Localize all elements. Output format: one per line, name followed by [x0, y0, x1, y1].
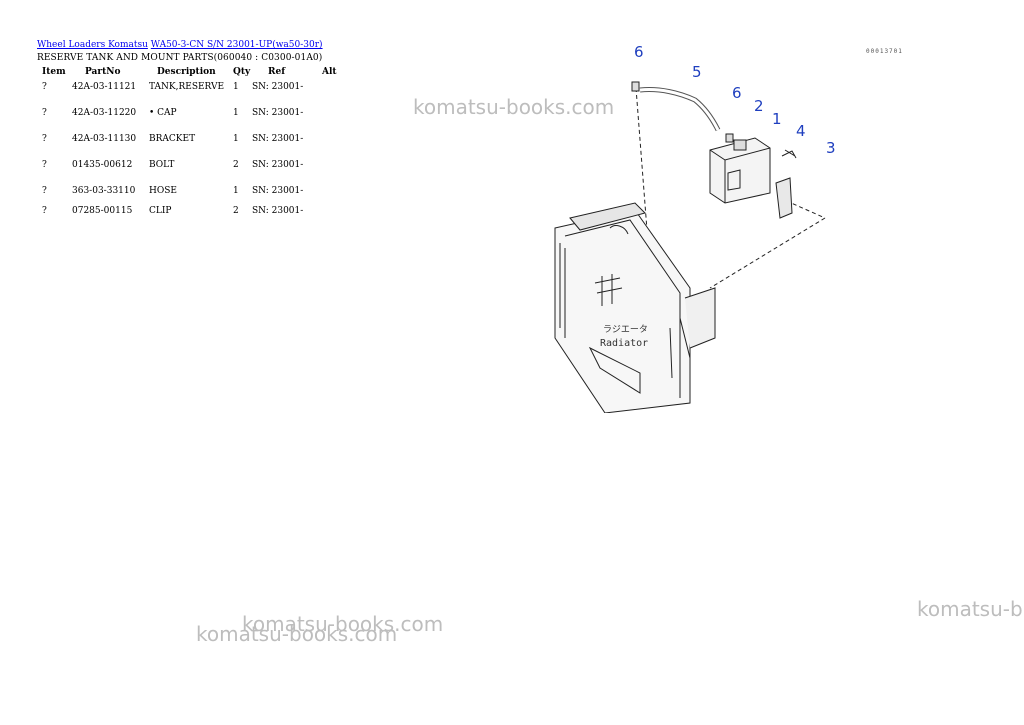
- row-partno: 42A-03-11121: [72, 82, 137, 92]
- radiator-top-tank: [569, 202, 646, 231]
- row-alt: [322, 186, 342, 206]
- radiator-core-edge: [564, 219, 681, 398]
- row-description: BRACKET: [149, 134, 196, 144]
- row-item: ?: [42, 160, 47, 170]
- row-ref: SN: 23001-: [252, 108, 304, 118]
- radiator-fins: [559, 243, 566, 338]
- row-alt: [322, 82, 342, 108]
- row-ref: SN: 23001-: [252, 186, 304, 196]
- callout-1: 1: [772, 110, 782, 128]
- parts-table: Item PartNo Description Qty Ref Alt ? 42…: [37, 66, 342, 226]
- row-item: ?: [42, 82, 47, 92]
- row-item: ?: [42, 108, 47, 118]
- row-ref: SN: 23001-: [252, 82, 304, 92]
- watermark: komatsu-books.com: [196, 622, 398, 646]
- bracket-part: [775, 177, 793, 219]
- header-ref: Ref: [268, 67, 286, 77]
- watermark: komatsu-b: [917, 597, 1023, 621]
- clip-part-2: [725, 133, 734, 143]
- tank-detail: [727, 169, 741, 191]
- leader-line: [709, 217, 826, 289]
- table-row: ? 01435-00612 BOLT 2 SN: 23001-: [37, 160, 342, 186]
- callout-2: 2: [754, 97, 764, 115]
- breadcrumb-link-model[interactable]: WA50-3-CN S/N 23001-UP(wa50-30r): [150, 40, 323, 50]
- header-item: Item: [42, 67, 66, 77]
- callout-6: 6: [634, 43, 644, 61]
- radiator-bottom: [588, 346, 641, 394]
- table-row: ? 42A-03-11130 BRACKET 1 SN: 23001-: [37, 134, 342, 160]
- row-ref: SN: 23001-: [252, 160, 304, 170]
- radiator-label-jp: ラジエータ: [603, 324, 648, 335]
- row-qty: 1: [233, 108, 239, 118]
- row-description: • CAP: [149, 108, 177, 118]
- row-alt: [322, 206, 342, 226]
- radiator-cap: [609, 225, 629, 235]
- leader-line: [635, 87, 649, 244]
- row-qty: 1: [233, 186, 239, 196]
- row-item: ?: [42, 206, 47, 216]
- hose-inner: [639, 88, 720, 131]
- row-alt: [322, 134, 342, 160]
- row-partno: 42A-03-11220: [72, 108, 137, 118]
- breadcrumb-link-wheel-loaders[interactable]: Wheel Loaders Komatsu: [37, 40, 148, 50]
- table-header-row: Item PartNo Description Qty Ref Alt: [37, 66, 342, 82]
- row-ref: SN: 23001-: [252, 134, 304, 144]
- page-subtitle: RESERVE TANK AND MOUNT PARTS(060040 : C0…: [37, 53, 323, 63]
- row-qty: 1: [233, 82, 239, 92]
- radiator-mark: [594, 274, 623, 306]
- row-qty: 2: [233, 160, 239, 170]
- row-partno: 07285-00115: [72, 206, 133, 216]
- row-alt: [322, 108, 342, 134]
- callout-6b: 6: [732, 84, 742, 102]
- table-row: ? 363-03-33110 HOSE 1 SN: 23001-: [37, 186, 342, 206]
- watermark: komatsu-books.com: [413, 95, 615, 119]
- table-row: ? 42A-03-11220 • CAP 1 SN: 23001-: [37, 108, 342, 134]
- row-description: CLIP: [149, 206, 172, 216]
- row-item: ?: [42, 134, 47, 144]
- header-description: Description: [157, 67, 216, 77]
- header-alt: Alt: [322, 67, 337, 77]
- row-partno: 42A-03-11130: [72, 134, 137, 144]
- header-qty: Qty: [233, 67, 251, 77]
- row-qty: 1: [233, 134, 239, 144]
- clip-part: [631, 81, 640, 92]
- breadcrumb: Wheel Loaders Komatsu WA50-3-CN S/N 2300…: [37, 40, 323, 50]
- tank-cap: [733, 139, 747, 151]
- row-item: ?: [42, 186, 47, 196]
- watermark: komatsu-books.com: [242, 612, 444, 636]
- row-partno: 363-03-33110: [72, 186, 136, 196]
- callout-3: 3: [826, 139, 836, 157]
- row-partno: 01435-00612: [72, 160, 133, 170]
- row-description: BOLT: [149, 160, 175, 170]
- row-description: HOSE: [149, 186, 177, 196]
- row-description: TANK,RESERVE: [149, 82, 225, 92]
- table-row: ? 42A-03-11121 TANK,RESERVE 1 SN: 23001-: [37, 82, 342, 108]
- row-qty: 2: [233, 206, 239, 216]
- parts-diagram: 6 5 6 2 1 4 3 ラジエータ Radiator: [554, 43, 836, 413]
- figure-code: 00013701: [866, 48, 903, 55]
- header-partno: PartNo: [85, 67, 121, 77]
- radiator-side-bracket: [684, 287, 716, 349]
- bolt-part: [781, 149, 797, 159]
- row-alt: [322, 160, 342, 186]
- radiator-hose-stub: [669, 317, 691, 379]
- table-row: ? 07285-00115 CLIP 2 SN: 23001-: [37, 206, 342, 226]
- radiator-label-en: Radiator: [600, 338, 648, 349]
- row-ref: SN: 23001-: [252, 206, 304, 216]
- callout-5: 5: [692, 63, 702, 81]
- callout-4: 4: [796, 122, 806, 140]
